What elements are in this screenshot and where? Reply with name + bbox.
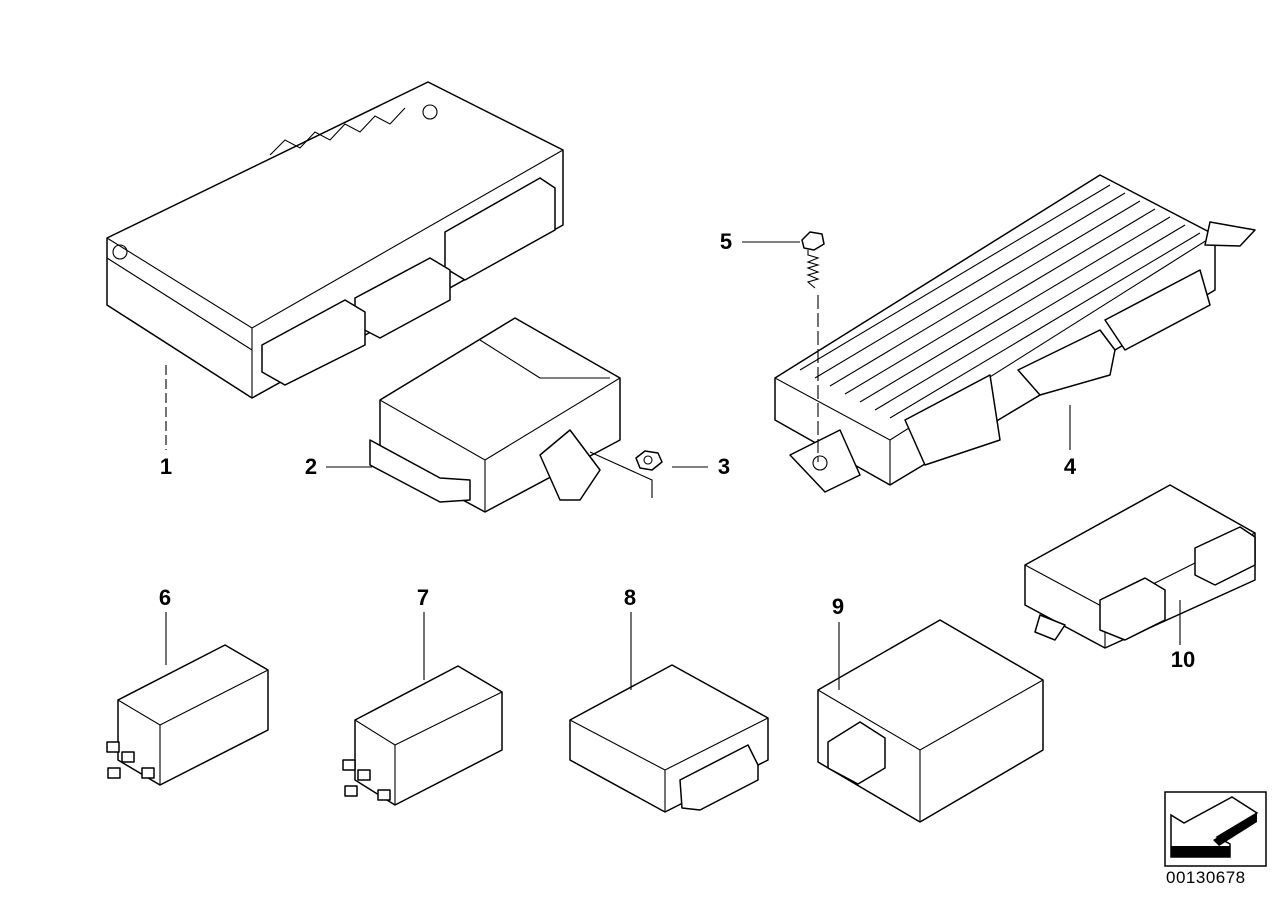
callout-2: 2: [304, 454, 318, 479]
callout-10: 10: [1170, 647, 1196, 672]
part-5-screw[interactable]: [801, 231, 825, 289]
part-8-control-unit[interactable]: [569, 664, 769, 813]
arrow-back-icon[interactable]: [1164, 791, 1267, 867]
leader-line-3a: [589, 451, 653, 498]
part-2-control-module[interactable]: [369, 317, 621, 513]
callout-6: 6: [158, 585, 172, 610]
part-9-control-unit[interactable]: [817, 619, 1044, 823]
part-7-relay[interactable]: [342, 665, 503, 806]
callout-4: 4: [1063, 454, 1077, 479]
callout-7: 7: [416, 585, 430, 610]
part-3-nut[interactable]: [635, 450, 663, 471]
callout-1: 1: [159, 454, 173, 479]
part-6-relay[interactable]: [106, 644, 269, 786]
callout-5: 5: [719, 229, 733, 254]
part-1-control-module[interactable]: [106, 81, 564, 399]
callout-8: 8: [623, 585, 637, 610]
diagram-code: 00130678: [1166, 868, 1246, 887]
callout-3: 3: [717, 454, 731, 479]
part-4-control-module[interactable]: [774, 174, 1256, 493]
callout-9: 9: [831, 594, 845, 619]
part-10-control-unit[interactable]: [1024, 484, 1256, 649]
